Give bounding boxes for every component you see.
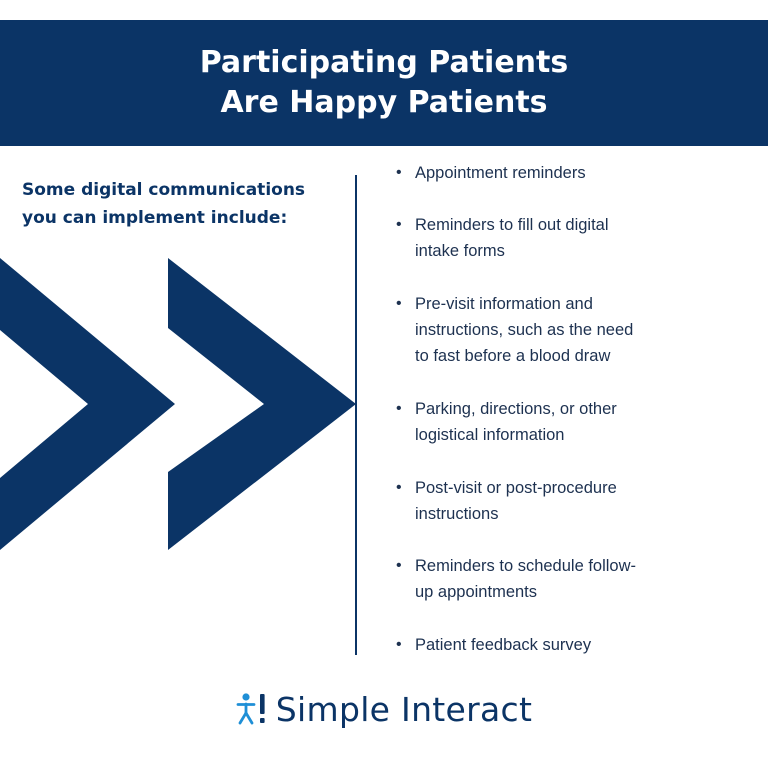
list-item-text: Post-visit or post-procedure instruction…	[415, 479, 617, 523]
list-item: • Appointment reminders	[396, 160, 686, 186]
intro-line-1: Some digital communications	[22, 180, 306, 200]
list-item-text: Appointment reminders	[415, 164, 586, 182]
title-line-1: Participating Patients	[199, 45, 569, 80]
bullet-icon: •	[396, 295, 402, 312]
list-item: • Pre-visit information and instructions…	[396, 291, 686, 369]
bullet-icon: •	[396, 557, 402, 574]
vertical-divider	[355, 175, 357, 655]
bullet-icon: •	[396, 164, 402, 181]
brand-logo: Simple Interact	[236, 690, 532, 729]
bullet-icon: •	[396, 216, 402, 233]
chevron-arrows-graphic	[0, 258, 356, 550]
list-item: • Reminders to schedule follow- up appoi…	[396, 553, 686, 605]
title-banner: Participating Patients Are Happy Patient…	[0, 20, 768, 146]
person-exclamation-icon	[236, 692, 268, 726]
person-figure-icon	[236, 693, 265, 725]
list-item-text: Patient feedback survey	[415, 636, 592, 654]
list-item: • Patient feedback survey	[396, 632, 686, 658]
list-item: • Post-visit or post-procedure instructi…	[396, 475, 686, 527]
bullet-icon: •	[396, 479, 402, 496]
list-item: • Reminders to fill out digital intake f…	[396, 212, 686, 264]
list-item-text: Reminders to fill out digital intake for…	[415, 216, 609, 260]
chevron-right-shape	[168, 258, 356, 550]
list-item-text: Parking, directions, or other logistical…	[415, 400, 617, 444]
title-line-2: Are Happy Patients	[220, 85, 548, 120]
intro-line-2: you can implement include:	[22, 208, 288, 228]
intro-text: Some digital communications you can impl…	[22, 176, 342, 232]
bullet-icon: •	[396, 400, 402, 417]
chevron-left-shape	[0, 258, 175, 550]
list-item-text: Pre-visit information and instructions, …	[415, 295, 634, 365]
list-item-text: Reminders to schedule follow- up appoint…	[415, 557, 637, 601]
footer: Simple Interact	[0, 685, 768, 733]
bullet-icon: •	[396, 636, 402, 653]
list-item: • Parking, directions, or other logistic…	[396, 396, 686, 448]
brand-name: Simple Interact	[275, 689, 533, 729]
